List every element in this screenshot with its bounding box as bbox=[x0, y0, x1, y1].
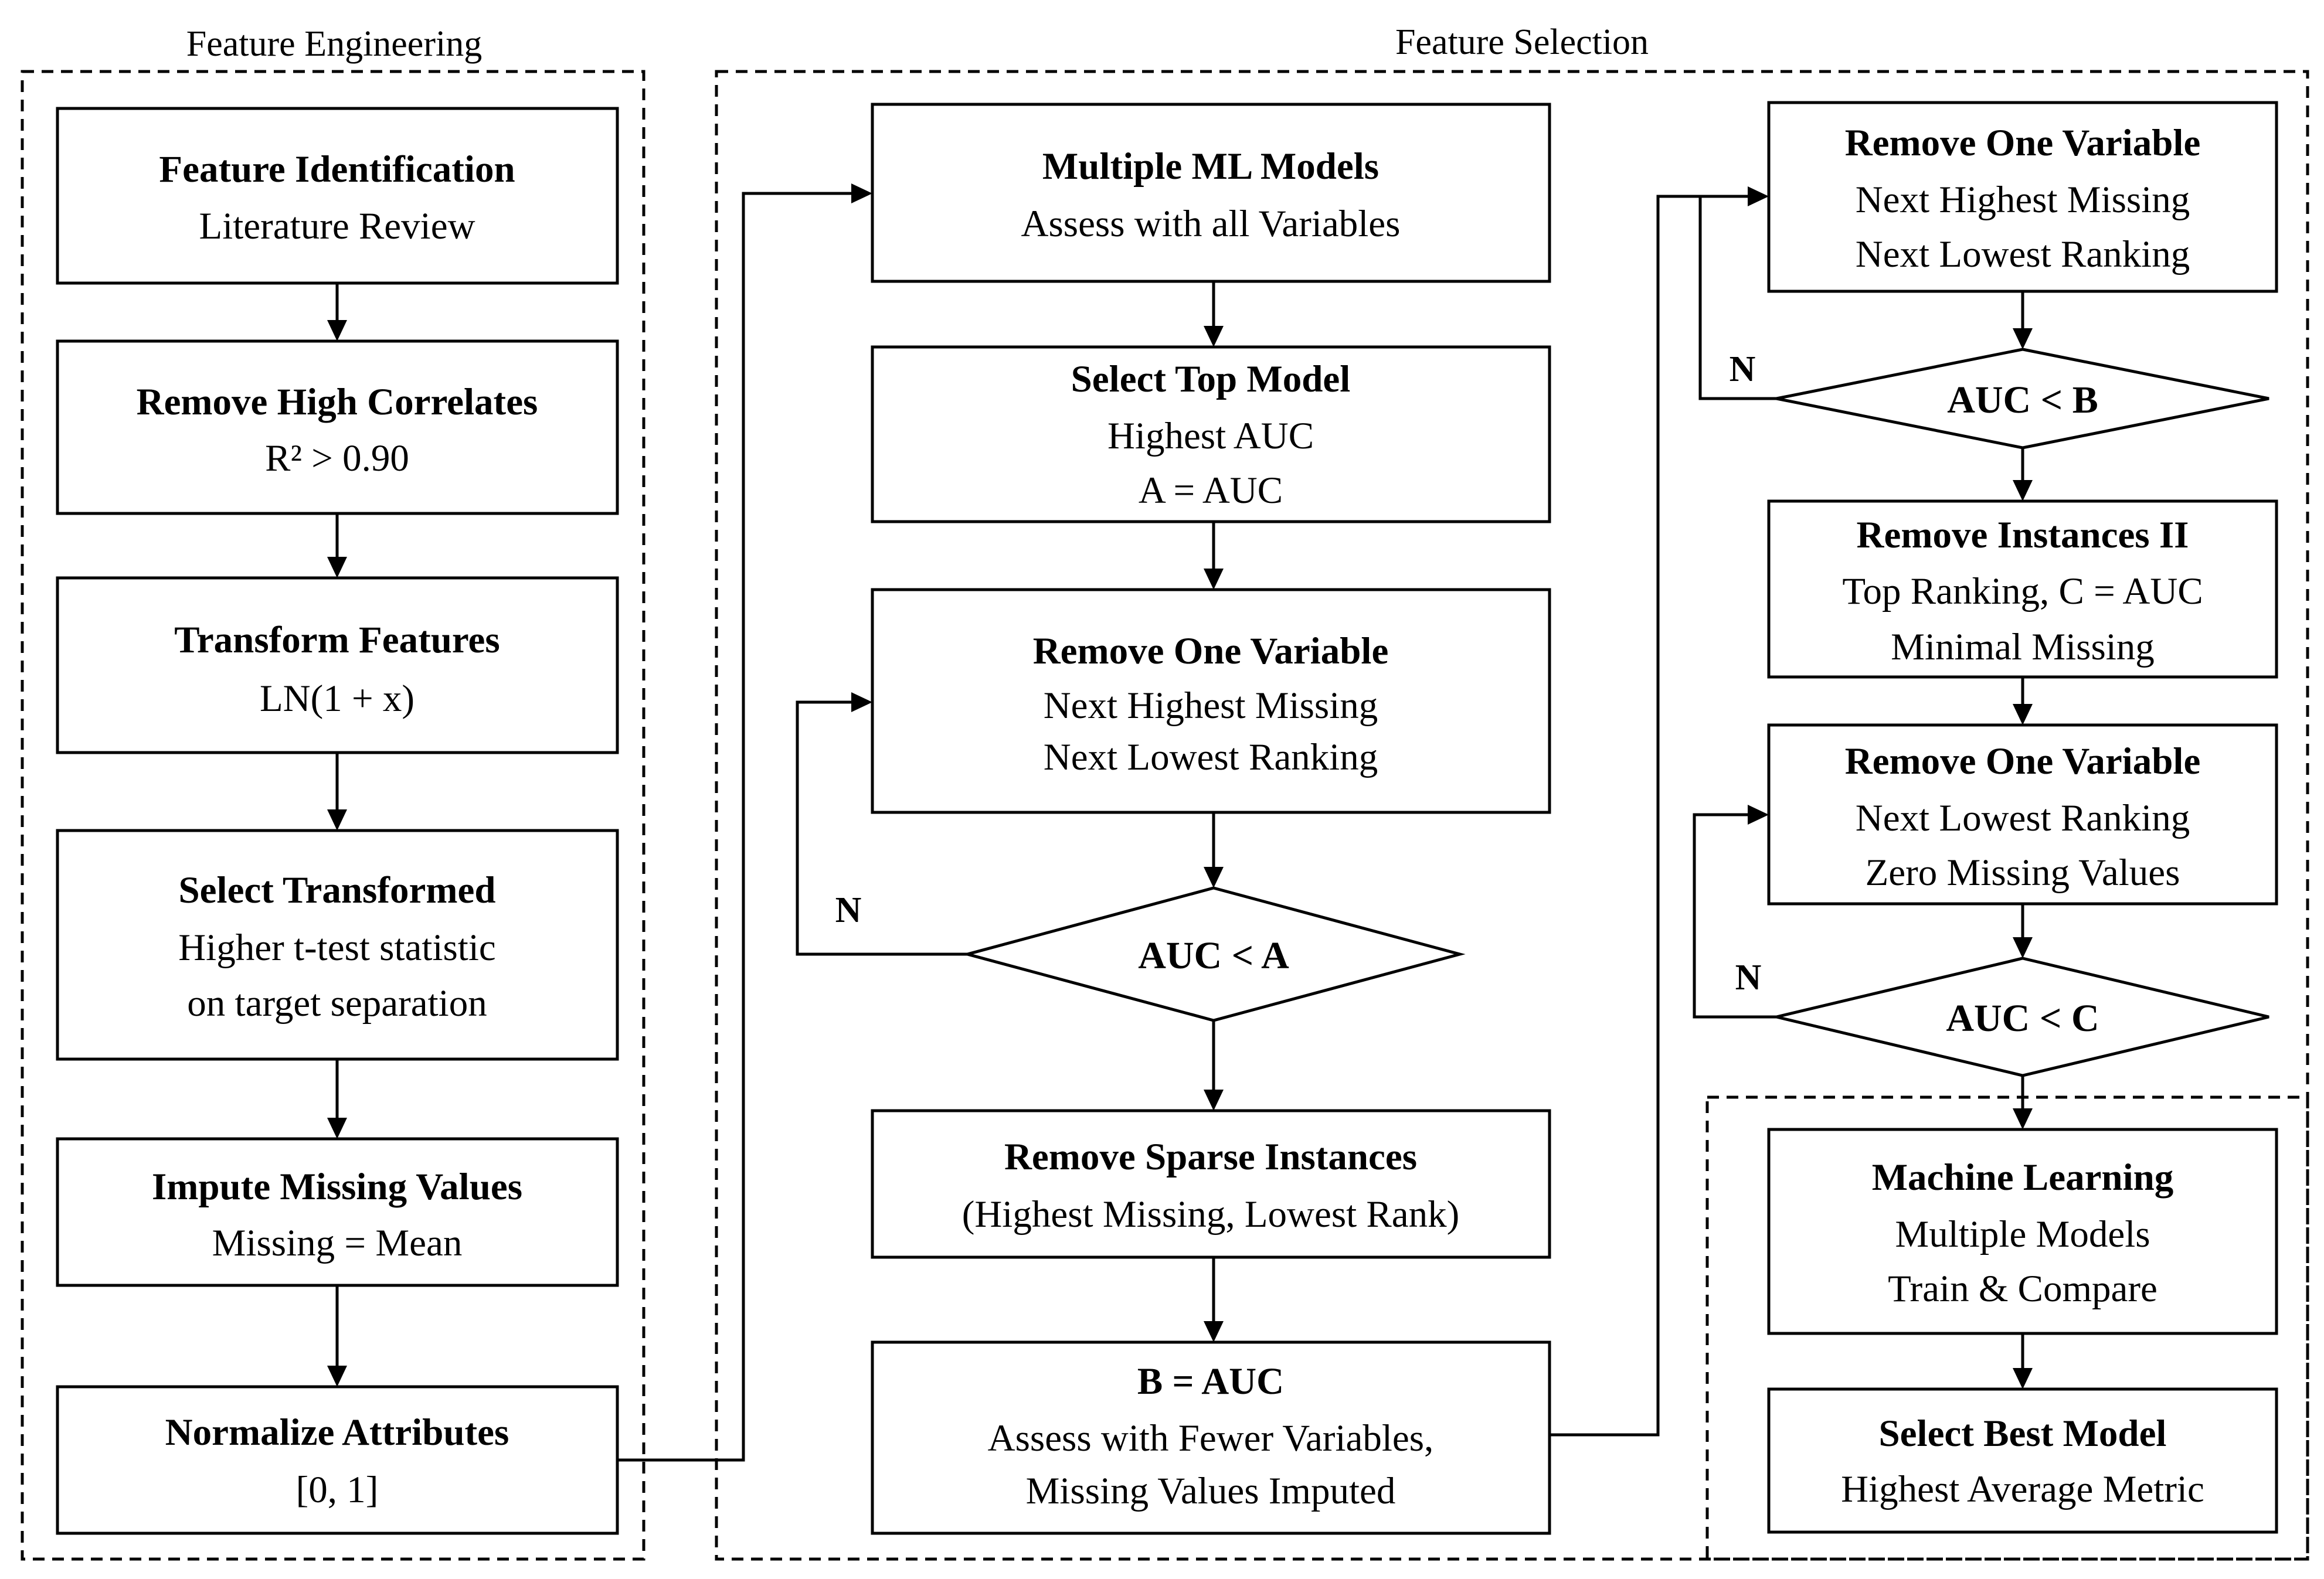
node-line: Multiple Models bbox=[1895, 1213, 2150, 1255]
decision-auc-lt-b: AUC < B bbox=[1776, 348, 2269, 450]
node-line: LN(1 + x) bbox=[260, 678, 414, 720]
node-line: Higher t-test statistic bbox=[178, 927, 496, 969]
loop-label-n: N bbox=[1730, 349, 1756, 389]
node-remove-high-correlates: Remove High Correlates R² > 0.90 bbox=[56, 339, 619, 515]
node-title: Machine Learning bbox=[1872, 1156, 2174, 1199]
node-multiple-ml-models: Multiple ML Models Assess with all Varia… bbox=[871, 103, 1551, 283]
node-line: Literature Review bbox=[199, 205, 475, 247]
node-title: Remove One Variable bbox=[1033, 630, 1389, 672]
node-impute-missing-values: Impute Missing Values Missing = Mean bbox=[56, 1137, 619, 1287]
connector-c3-5 bbox=[2013, 1076, 2033, 1129]
connector-fe-3 bbox=[327, 753, 347, 831]
node-machine-learning: Machine Learning Multiple Models Train &… bbox=[1767, 1128, 2278, 1335]
node-title: Remove Instances II bbox=[1857, 514, 2189, 556]
connector-fs-3 bbox=[1204, 812, 1224, 888]
connector-fe-to-fs bbox=[617, 183, 872, 1462]
node-line: Next Lowest Ranking bbox=[1856, 233, 2190, 275]
node-title: Remove One Variable bbox=[1845, 122, 2201, 164]
feature-selection-frame bbox=[715, 70, 2309, 1561]
connector-fs-1 bbox=[1204, 281, 1224, 347]
node-title: Impute Missing Values bbox=[152, 1166, 522, 1208]
connector-fe-5 bbox=[327, 1285, 347, 1387]
decision-label: AUC < C bbox=[1946, 997, 2099, 1040]
model-selection-frame bbox=[1705, 1095, 2309, 1561]
node-select-top-model: Select Top Model Highest AUC A = AUC bbox=[871, 345, 1551, 523]
node-line: Missing Values Imputed bbox=[1026, 1470, 1396, 1512]
node-line: R² > 0.90 bbox=[265, 437, 409, 479]
node-title: Normalize Attributes bbox=[165, 1411, 509, 1454]
node-line: Missing = Mean bbox=[212, 1222, 463, 1264]
connector-c3-4 bbox=[2013, 904, 2033, 958]
node-normalize-attributes: Normalize Attributes [0, 1] bbox=[56, 1385, 619, 1535]
node-title: Feature Identification bbox=[159, 148, 515, 190]
node-feature-identification: Feature Identification Literature Review bbox=[56, 107, 619, 285]
node-title: Select Transformed bbox=[179, 869, 496, 911]
feature-engineering-frame bbox=[21, 70, 645, 1561]
node-line: Next Highest Missing bbox=[1856, 179, 2190, 221]
node-select-transformed: Select Transformed Higher t-test statist… bbox=[56, 829, 619, 1061]
node-line: Minimal Missing bbox=[1891, 626, 2155, 668]
node-title: Multiple ML Models bbox=[1042, 145, 1379, 188]
loop-label-n: N bbox=[1735, 958, 1762, 998]
node-title: Select Best Model bbox=[1879, 1413, 2167, 1455]
node-remove-one-variable-2: Remove One Variable Next Highest Missing… bbox=[1767, 101, 2278, 293]
section-title-feature-selection: Feature Selection bbox=[1395, 22, 1649, 62]
connector-c3-6 bbox=[2013, 1333, 2033, 1389]
loop-label-n: N bbox=[835, 890, 862, 930]
connector-c3-3 bbox=[2013, 677, 2033, 725]
node-line: Highest AUC bbox=[1107, 415, 1314, 457]
node-b-equals-auc: B = AUC Assess with Fewer Variables, Mis… bbox=[871, 1340, 1551, 1535]
node-title: Transform Features bbox=[174, 619, 500, 661]
connector-loop-c bbox=[1693, 805, 1776, 1019]
connector-loop-a bbox=[796, 692, 967, 956]
node-remove-instances-ii: Remove Instances II Top Ranking, C = AUC… bbox=[1767, 499, 2278, 679]
node-line: Zero Missing Values bbox=[1866, 852, 2180, 894]
node-title: Remove Sparse Instances bbox=[1004, 1136, 1417, 1178]
connector-fe-4 bbox=[327, 1059, 347, 1139]
connector-loop-b bbox=[1698, 195, 1776, 400]
decision-auc-lt-c: AUC < C bbox=[1776, 957, 2269, 1077]
connector-c3-1 bbox=[2013, 291, 2033, 349]
node-title: Remove One Variable bbox=[1845, 740, 2201, 782]
node-line: A = AUC bbox=[1139, 469, 1283, 512]
node-remove-sparse-instances: Remove Sparse Instances (Highest Missing… bbox=[871, 1109, 1551, 1259]
node-select-best-model: Select Best Model Highest Average Metric bbox=[1767, 1387, 2278, 1534]
connector-fe-1 bbox=[327, 283, 347, 341]
connector-fs-4 bbox=[1204, 1020, 1224, 1111]
node-line: Next Lowest Ranking bbox=[1856, 797, 2190, 839]
connector-fe-2 bbox=[327, 513, 347, 578]
node-line: [0, 1] bbox=[296, 1469, 379, 1511]
node-title: Remove High Correlates bbox=[137, 381, 538, 423]
decision-label: AUC < B bbox=[1947, 379, 2098, 421]
node-line: (Highest Missing, Lowest Rank) bbox=[962, 1193, 1460, 1236]
connector-fs-2 bbox=[1204, 522, 1224, 590]
node-line: on target separation bbox=[187, 982, 487, 1025]
node-line: Assess with Fewer Variables, bbox=[988, 1417, 1434, 1459]
connector-c3-2 bbox=[2013, 448, 2033, 501]
node-transform-features: Transform Features LN(1 + x) bbox=[56, 576, 619, 754]
node-line: Assess with all Variables bbox=[1021, 203, 1401, 245]
node-line: Top Ranking, C = AUC bbox=[1842, 570, 2203, 612]
decision-label: AUC < A bbox=[1138, 934, 1289, 977]
node-title: B = AUC bbox=[1137, 1360, 1284, 1403]
node-line: Highest Average Metric bbox=[1841, 1468, 2204, 1510]
node-remove-one-variable-3: Remove One Variable Next Lowest Ranking … bbox=[1767, 723, 2278, 906]
node-line: Next Highest Missing bbox=[1044, 685, 1378, 727]
connector-fs-5 bbox=[1204, 1257, 1224, 1342]
section-title-feature-engineering: Feature Engineering bbox=[186, 24, 482, 64]
node-remove-one-variable-1: Remove One Variable Next Highest Missing… bbox=[871, 588, 1551, 814]
decision-auc-lt-a: AUC < A bbox=[961, 886, 1466, 1022]
node-line: Train & Compare bbox=[1888, 1268, 2157, 1310]
node-line: Next Lowest Ranking bbox=[1044, 736, 1378, 778]
node-title: Select Top Model bbox=[1071, 358, 1351, 400]
